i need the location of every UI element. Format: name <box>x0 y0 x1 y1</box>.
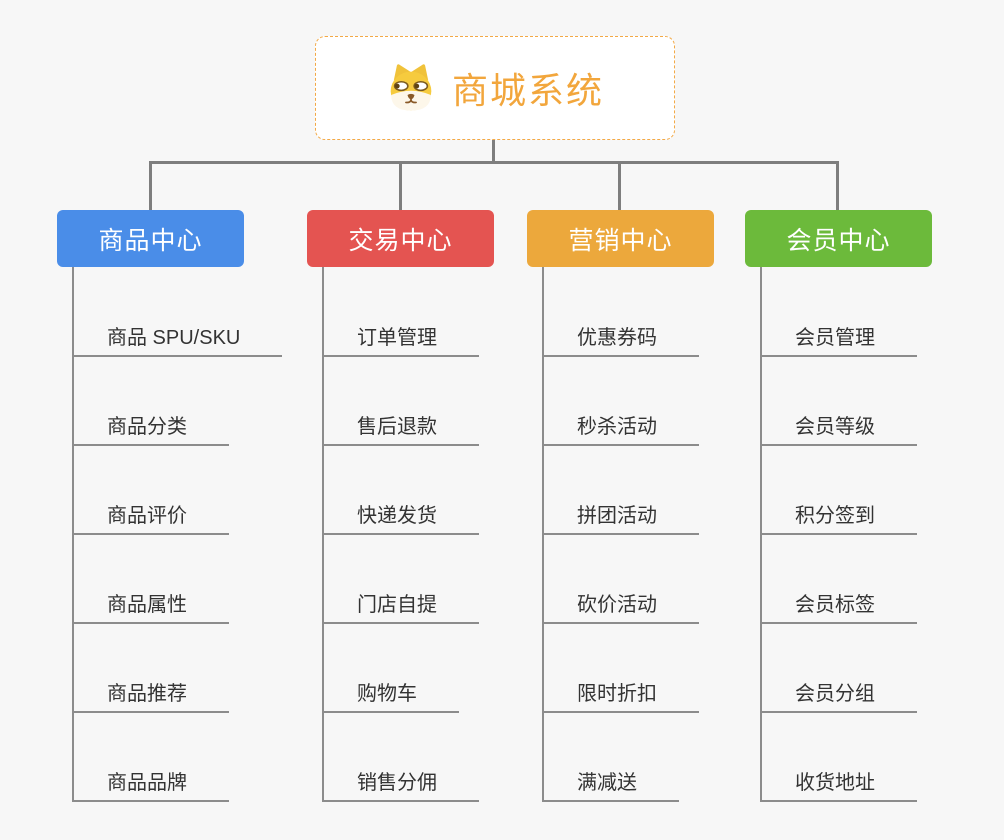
connector-drop-branch-2 <box>399 161 402 210</box>
leaf-item[interactable]: 限时折扣 <box>543 683 699 713</box>
leaf-item[interactable]: 优惠券码 <box>543 327 699 357</box>
branch-product-center[interactable]: 商品中心 <box>57 210 244 267</box>
leaf-item[interactable]: 商品品牌 <box>73 772 229 802</box>
leaf-item[interactable]: 门店自提 <box>323 594 479 624</box>
leaf-item[interactable]: 拼团活动 <box>543 505 699 535</box>
branch-marketing-center[interactable]: 营销中心 <box>527 210 714 267</box>
leaf-item[interactable]: 商品评价 <box>73 505 229 535</box>
leaf-item[interactable]: 订单管理 <box>323 327 479 357</box>
leaf-item[interactable]: 满减送 <box>543 772 679 802</box>
leaf-item[interactable]: 商品属性 <box>73 594 229 624</box>
leaf-item[interactable]: 会员标签 <box>761 594 917 624</box>
connector-drop-branch-4 <box>836 161 839 210</box>
leaf-item[interactable]: 砍价活动 <box>543 594 699 624</box>
root-node[interactable]: 商城系统 <box>315 36 675 140</box>
leaf-item[interactable]: 收货地址 <box>761 772 917 802</box>
connector-drop-branch-3 <box>618 161 621 210</box>
root-title: 商城系统 <box>451 70 604 111</box>
leaf-item[interactable]: 商品分类 <box>73 416 229 446</box>
leaf-item[interactable]: 售后退款 <box>323 416 479 446</box>
branch-member-center[interactable]: 会员中心 <box>745 210 932 267</box>
leaf-item[interactable]: 积分签到 <box>761 505 917 535</box>
leaf-item[interactable]: 快递发货 <box>323 505 479 535</box>
leaf-item[interactable]: 购物车 <box>323 683 459 713</box>
leaf-item[interactable]: 销售分佣 <box>323 772 479 802</box>
shiba-doge-icon <box>386 63 436 113</box>
leaf-item[interactable]: 会员管理 <box>761 327 917 357</box>
connector-root-down <box>492 140 495 164</box>
connector-drop-branch-1 <box>149 161 152 210</box>
connector-horizontal-bus <box>149 161 839 164</box>
leaf-item[interactable]: 秒杀活动 <box>543 416 699 446</box>
branch-trade-center[interactable]: 交易中心 <box>307 210 494 267</box>
leaf-item[interactable]: 商品 SPU/SKU <box>73 327 283 357</box>
leaf-item[interactable]: 商品推荐 <box>73 683 229 713</box>
leaf-item[interactable]: 会员分组 <box>761 683 917 713</box>
leaf-item[interactable]: 会员等级 <box>761 416 917 446</box>
